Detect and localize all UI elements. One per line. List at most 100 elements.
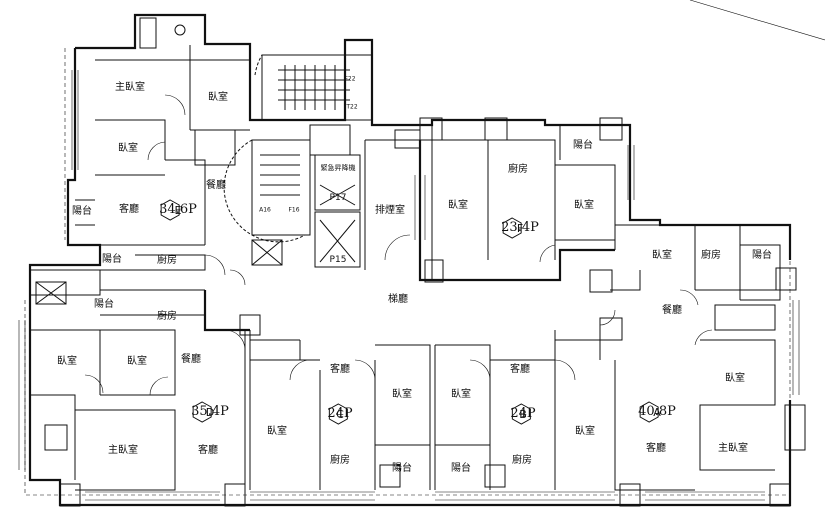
bathtub-e: [139, 17, 157, 49]
label-master-bedroom-d: 主臥室: [108, 445, 138, 456]
label-elevator-p17: P17: [329, 193, 347, 203]
windows: [18, 70, 800, 470]
column: [599, 317, 623, 341]
shaft-d: [35, 281, 67, 305]
label-kitchen-f: 廚房: [508, 164, 528, 175]
label-bedroom-e2: 臥室: [118, 143, 138, 154]
label-kitchen-a: 廚房: [701, 250, 721, 261]
balcony-railing: [85, 491, 765, 501]
hexagon-icon: [639, 401, 659, 423]
column: [619, 483, 641, 507]
label-living-e: 客廳: [119, 204, 139, 215]
label-bedroom-f: 臥室: [448, 200, 468, 211]
label-living-c: 客廳: [330, 364, 350, 375]
label-balcony-c: 陽台: [392, 463, 412, 474]
label-living-b: 客廳: [510, 364, 530, 375]
smoke-vent: [394, 129, 421, 149]
column: [419, 117, 443, 141]
column: [769, 483, 791, 507]
label-kitchen-d: 廚房: [157, 311, 177, 322]
unit-letter: A: [653, 406, 661, 419]
hexagon-icon: [328, 403, 348, 425]
label-dining-d: 餐廳: [181, 354, 201, 365]
label-balcony-f: 陽台: [573, 140, 593, 151]
unit-a-walls: [610, 224, 790, 471]
smoke-room-walls: [364, 139, 420, 270]
label-dining-a: 餐廳: [662, 305, 682, 316]
label-bedroom-f2: 臥室: [574, 200, 594, 211]
column: [599, 117, 623, 141]
unit-letter: D: [205, 406, 215, 419]
label-bedroom-b2: 臥室: [575, 426, 595, 437]
unit-marker-a: A 40.8P: [638, 401, 676, 423]
unit-e-walls: [75, 45, 250, 271]
shaft: [309, 124, 351, 156]
door-swings: [84, 94, 713, 396]
unit-size: 35.4P: [191, 404, 229, 419]
label-kitchen-b: 廚房: [512, 455, 532, 466]
unit-size: 24P: [510, 406, 536, 421]
column: [239, 314, 261, 336]
unit-marker-c: C 24P: [327, 403, 353, 425]
column: [379, 464, 401, 488]
elevator-p15: [314, 211, 361, 268]
label-master-bedroom-a: 主臥室: [718, 443, 748, 454]
label-elevator-p15: P15: [329, 255, 347, 265]
unit-size: 23.4P: [501, 220, 539, 235]
label-stair-a16: A16: [259, 206, 271, 214]
label-dining-e: 餐廳: [206, 180, 226, 191]
unit-size: 40.8P: [638, 404, 676, 419]
label-corridor: 梯廳: [388, 294, 408, 305]
unit-marker-d: D 35.4P: [191, 401, 229, 423]
label-bedroom-c: 臥室: [267, 426, 287, 437]
stair-core-upper: [254, 54, 373, 121]
column: [59, 483, 81, 507]
column: [484, 117, 508, 141]
label-bedroom-d2: 臥室: [127, 356, 147, 367]
hexagon-icon: [160, 199, 180, 221]
unit-d-walls: [30, 269, 246, 491]
label-bedroom-c2: 臥室: [392, 389, 412, 400]
sink-e: [174, 24, 186, 36]
label-master-bedroom-e: 主臥室: [115, 82, 145, 93]
unit-marker-e: E 34.6P: [159, 199, 197, 221]
label-stair-f22: F22: [344, 75, 356, 83]
unit-b-walls: [434, 330, 695, 491]
hexagon-icon: [502, 217, 522, 239]
label-living-a: 客廳: [646, 443, 666, 454]
label-smoke-room: 排煙室: [375, 205, 405, 216]
hexagon-icon: [511, 403, 531, 425]
column: [775, 267, 797, 291]
site-boundary: [689, 0, 825, 41]
column: [589, 269, 613, 293]
label-kitchen-e: 廚房: [157, 255, 177, 266]
label-bedroom-a2: 臥室: [725, 373, 745, 384]
label-balcony-e2: 陽台: [102, 254, 122, 265]
label-bedroom-d: 臥室: [57, 356, 77, 367]
bathtub-a: [784, 404, 806, 451]
column: [484, 464, 506, 488]
unit-letter: F: [516, 222, 524, 235]
bathtub-d: [44, 424, 68, 451]
unit-letter: B: [519, 408, 527, 421]
label-bedroom-b: 臥室: [451, 389, 471, 400]
label-bedroom-a: 臥室: [652, 250, 672, 261]
label-living-d: 客廳: [198, 445, 218, 456]
label-stair-f16: F16: [288, 206, 300, 214]
label-balcony-d: 陽台: [94, 299, 114, 310]
label-elevator-sign: 緊急昇降機: [320, 164, 356, 172]
unit-marker-b: B 24P: [510, 403, 536, 425]
unit-size: 24P: [327, 406, 353, 421]
label-balcony-e: 陽台: [72, 206, 92, 217]
label-bedroom-e: 臥室: [208, 92, 228, 103]
label-balcony-a: 陽台: [752, 250, 772, 261]
column: [424, 259, 444, 283]
unit-letter: E: [174, 204, 182, 217]
column: [224, 483, 246, 507]
unit-c-walls: [249, 330, 431, 490]
stair-core-lower: [223, 139, 311, 266]
unit-marker-f: F 23.4P: [501, 217, 539, 239]
label-stair-t22: T22: [346, 103, 358, 111]
